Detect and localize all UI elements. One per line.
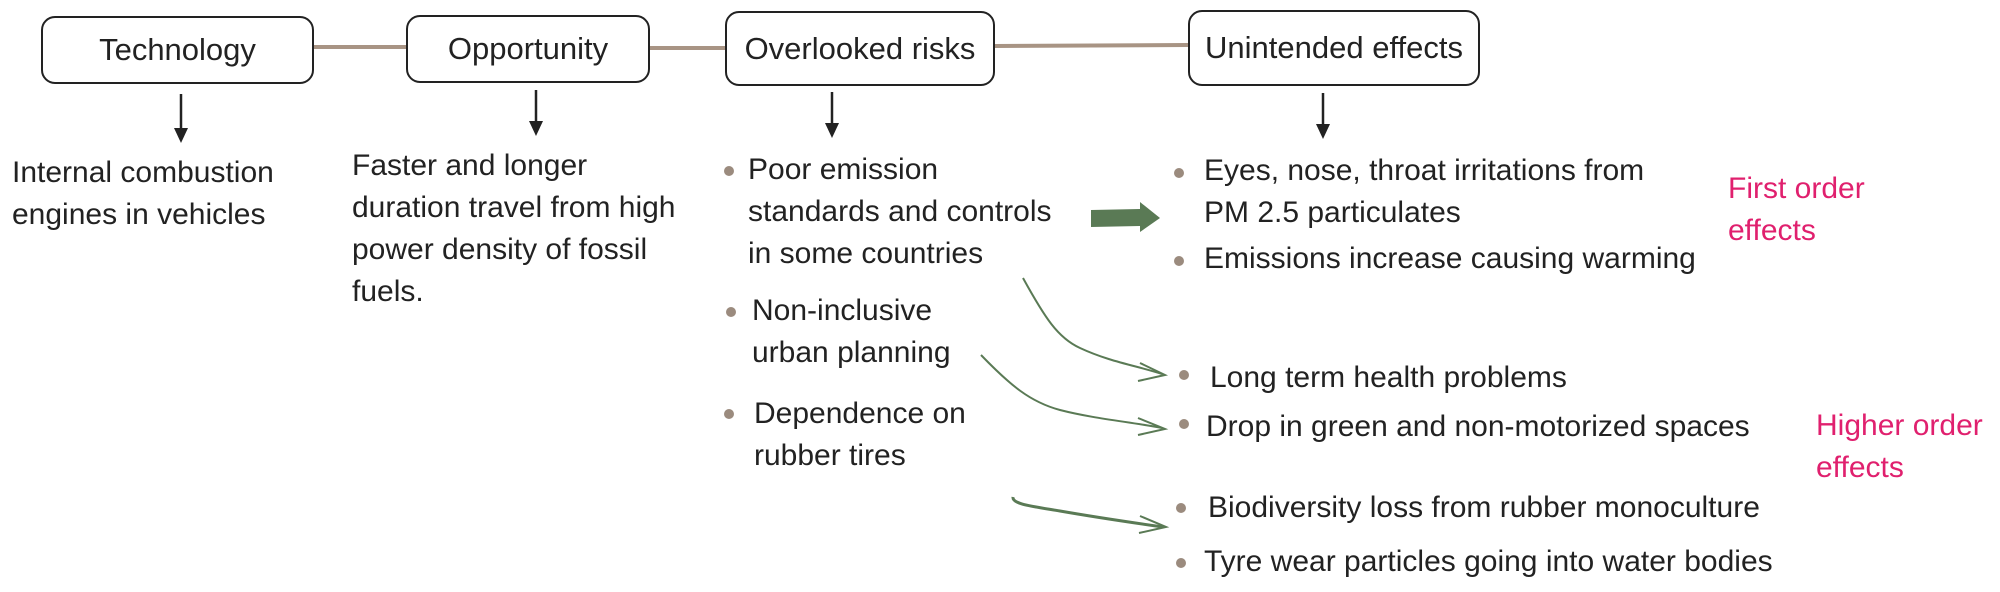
opportunity-line: Faster and longer xyxy=(352,149,588,182)
higher-order-effect-biodiversity: Biodiversity loss from rubber monocultur… xyxy=(1208,487,1760,529)
risk-line: Non-inclusive xyxy=(752,294,933,327)
first-order-effect-irritations: Eyes, nose, throat irritations from PM 2… xyxy=(1204,150,1644,234)
bullet-dot xyxy=(1174,256,1184,266)
down-arrow-technology-head xyxy=(174,128,188,143)
stage-overlooked-risks-title: Overlooked risks xyxy=(744,30,976,66)
higher-order-label-line: Higher order xyxy=(1816,409,1983,442)
opportunity-description: Faster and longer duration travel from h… xyxy=(352,145,676,313)
curved-arrow-health-head xyxy=(1137,362,1169,382)
connector-risks-effects xyxy=(994,43,1189,48)
curved-arrow-biodiversity-head xyxy=(1138,515,1170,534)
risk-line: standards and controls xyxy=(748,195,1052,228)
effect-line: PM 2.5 particulates xyxy=(1204,196,1461,229)
first-order-arrow xyxy=(1091,202,1160,232)
effect-line: Eyes, nose, throat irritations from xyxy=(1204,154,1645,187)
bullet-dot xyxy=(1179,370,1189,380)
bullet-dot xyxy=(724,409,734,419)
effect-line: Long term health problems xyxy=(1210,361,1567,394)
risk-item-emission-standards: Poor emission standards and controls in … xyxy=(748,149,1052,275)
down-arrow-opportunity-head xyxy=(529,121,543,136)
bullet-dot xyxy=(1179,419,1189,429)
technology-line: engines in vehicles xyxy=(12,198,266,231)
risk-line: Poor emission xyxy=(748,153,939,186)
risk-item-urban-planning: Non-inclusive urban planning xyxy=(752,290,951,374)
effect-line: Drop in green and non-motorized spaces xyxy=(1206,410,1750,443)
effect-line: Tyre wear particles going into water bod… xyxy=(1204,545,1773,578)
stage-unintended-effects: Unintended effects xyxy=(1188,10,1480,86)
effect-line: Emissions increase causing warming xyxy=(1204,242,1696,275)
stage-opportunity-title: Opportunity xyxy=(447,31,609,66)
higher-order-effect-health: Long term health problems xyxy=(1210,357,1567,399)
bullet-dot xyxy=(1176,503,1186,513)
effect-line: Biodiversity loss from rubber monocultur… xyxy=(1208,491,1760,524)
curved-arrow-green-spaces-head xyxy=(1137,417,1169,436)
risk-line: rubber tires xyxy=(754,439,906,472)
stage-technology-title: Technology xyxy=(99,32,256,67)
first-order-label-line: effects xyxy=(1728,214,1816,247)
risk-line: urban planning xyxy=(752,336,951,369)
higher-order-label: Higher order effects xyxy=(1816,405,1983,489)
first-order-label-line: First order xyxy=(1728,172,1865,205)
higher-order-effect-tyre-particles: Tyre wear particles going into water bod… xyxy=(1204,541,1773,583)
stage-technology: Technology xyxy=(41,16,314,84)
risk-line: Dependence on xyxy=(754,397,966,430)
stage-overlooked-risks: Overlooked risks xyxy=(725,11,995,86)
curved-arrow-health xyxy=(1022,277,1163,375)
first-order-label: First order effects xyxy=(1728,168,1865,252)
stage-unintended-effects-title: Unintended effects xyxy=(1205,30,1463,65)
down-arrow-risks-head xyxy=(825,123,839,138)
opportunity-line: power density of fossil xyxy=(352,233,648,266)
bullet-dot xyxy=(726,307,736,317)
opportunity-line: fuels. xyxy=(352,275,424,308)
opportunity-line: duration travel from high xyxy=(352,191,676,224)
curved-arrow-green-spaces xyxy=(980,354,1163,429)
higher-order-label-line: effects xyxy=(1816,451,1904,484)
technology-description: Internal combustion engines in vehicles xyxy=(12,152,274,236)
bullet-dot xyxy=(1176,558,1186,568)
down-arrow-effects-head xyxy=(1316,124,1330,139)
technology-line: Internal combustion xyxy=(12,156,274,189)
higher-order-effect-green-spaces: Drop in green and non-motorized spaces xyxy=(1206,406,1750,448)
risk-line: in some countries xyxy=(748,237,984,270)
risk-item-rubber-tires: Dependence on rubber tires xyxy=(754,393,966,477)
curved-arrow-biodiversity xyxy=(1011,496,1164,529)
stage-opportunity: Opportunity xyxy=(406,15,650,83)
bullet-dot xyxy=(724,166,734,176)
first-order-effect-warming: Emissions increase causing warming xyxy=(1204,238,1696,280)
bullet-dot xyxy=(1174,168,1184,178)
